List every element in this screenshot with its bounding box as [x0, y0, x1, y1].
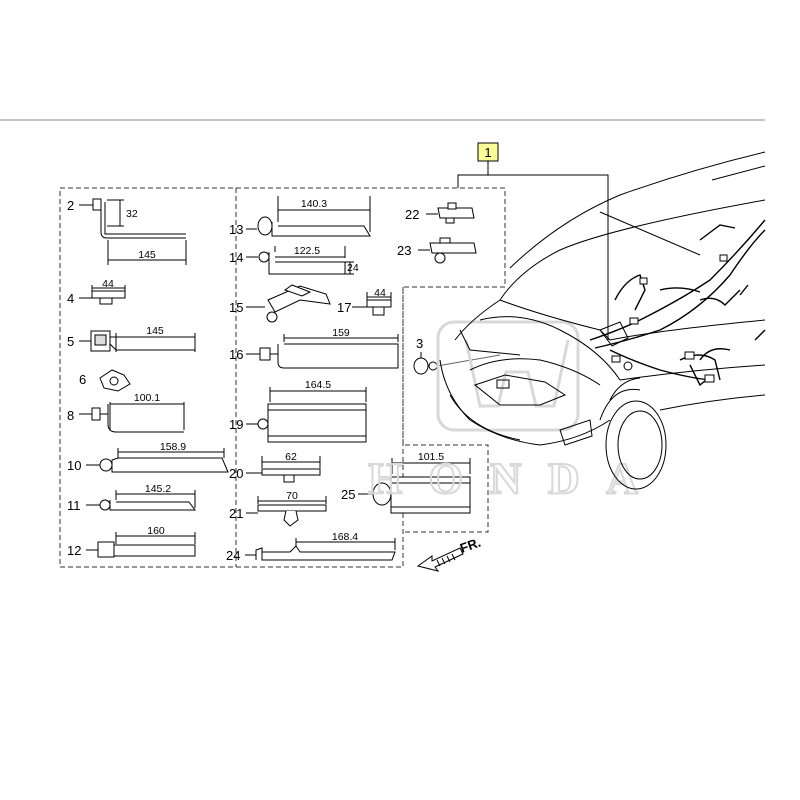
part-8-clip[interactable]: 8 100.1: [67, 392, 185, 433]
svg-text:168.4: 168.4: [332, 531, 358, 543]
part-23-clip[interactable]: 23: [397, 237, 477, 264]
part-12-connector-clip[interactable]: 12 160: [67, 525, 196, 558]
part-11-clip[interactable]: 11 145.2: [67, 483, 196, 513]
svg-text:3: 3: [416, 336, 423, 351]
honda-watermark: HONDA: [367, 320, 639, 504]
part-5-connector-clip[interactable]: 5 145: [67, 325, 196, 352]
svg-text:12: 12: [67, 543, 81, 558]
assembly-bracket-lines: [457, 161, 609, 340]
svg-text:21: 21: [229, 506, 243, 521]
part-16-clip[interactable]: 16 159: [229, 327, 399, 369]
svg-text:32: 32: [126, 208, 138, 220]
part-2-bracket-clip[interactable]: 2 32 145: [67, 198, 187, 265]
svg-text:14: 14: [229, 250, 243, 265]
svg-text:101.5: 101.5: [418, 451, 444, 463]
part-25-tube[interactable]: 25 101.5: [341, 451, 471, 514]
svg-text:10: 10: [67, 458, 81, 473]
svg-text:70: 70: [286, 490, 298, 502]
svg-text:11: 11: [67, 498, 81, 513]
wire-harness-routing: [589, 219, 766, 387]
svg-text:24: 24: [226, 548, 240, 563]
svg-text:122.5: 122.5: [294, 245, 320, 257]
assembly-callout[interactable]: 1: [477, 142, 499, 162]
part-3-grommet[interactable]: 3: [413, 336, 501, 375]
svg-text:145: 145: [146, 325, 164, 337]
svg-text:100.1: 100.1: [134, 392, 160, 404]
svg-text:44: 44: [102, 278, 114, 290]
part-10-clip[interactable]: 10 158.9: [67, 441, 229, 473]
svg-text:6: 6: [79, 372, 86, 387]
vehicle-outline: [439, 151, 766, 490]
part-20-clip[interactable]: 20 62: [229, 451, 321, 483]
part-6-grommet[interactable]: 6: [79, 369, 131, 392]
part-21-clip[interactable]: 21 70: [229, 490, 327, 527]
part-19-tube[interactable]: 19 164.5: [229, 379, 367, 443]
svg-text:160: 160: [147, 525, 165, 537]
svg-text:23: 23: [397, 243, 411, 258]
svg-text:FR.: FR.: [458, 535, 483, 556]
svg-text:145: 145: [138, 249, 156, 261]
svg-text:8: 8: [67, 408, 74, 423]
svg-text:4: 4: [67, 291, 74, 306]
front-direction-arrow: FR.: [416, 535, 483, 572]
part-15-bracket[interactable]: 15: [229, 284, 331, 323]
svg-text:158.9: 158.9: [160, 441, 186, 453]
harness-connectors: [611, 254, 728, 383]
svg-text:22: 22: [405, 207, 419, 222]
svg-text:19: 19: [229, 417, 243, 432]
part-24-bracket[interactable]: 24 168.4: [226, 531, 396, 563]
svg-text:17: 17: [337, 300, 351, 315]
svg-text:145.2: 145.2: [145, 483, 171, 495]
svg-text:62: 62: [285, 451, 297, 463]
svg-text:25: 25: [341, 487, 355, 502]
part-13-clip[interactable]: 13 140.3: [229, 196, 371, 237]
svg-text:20: 20: [229, 466, 243, 481]
part-17-clip[interactable]: 17 44: [337, 287, 392, 316]
svg-text:13: 13: [229, 222, 243, 237]
svg-text:140.3: 140.3: [301, 198, 327, 210]
svg-text:24: 24: [347, 262, 359, 274]
part-22-clip[interactable]: 22: [405, 202, 475, 224]
svg-text:2: 2: [67, 198, 74, 213]
parts-frame: [59, 187, 506, 568]
svg-text:44: 44: [374, 287, 386, 299]
part-4-clip[interactable]: 4 44: [67, 278, 126, 306]
svg-text:164.5: 164.5: [305, 379, 331, 391]
svg-text:5: 5: [67, 334, 74, 349]
svg-text:16: 16: [229, 347, 243, 362]
svg-text:15: 15: [229, 300, 243, 315]
clip-25-frame: [402, 287, 489, 533]
part-14-clip[interactable]: 14 122.5 24: [229, 245, 359, 275]
svg-text:159: 159: [332, 327, 350, 339]
svg-text:1: 1: [484, 145, 491, 160]
